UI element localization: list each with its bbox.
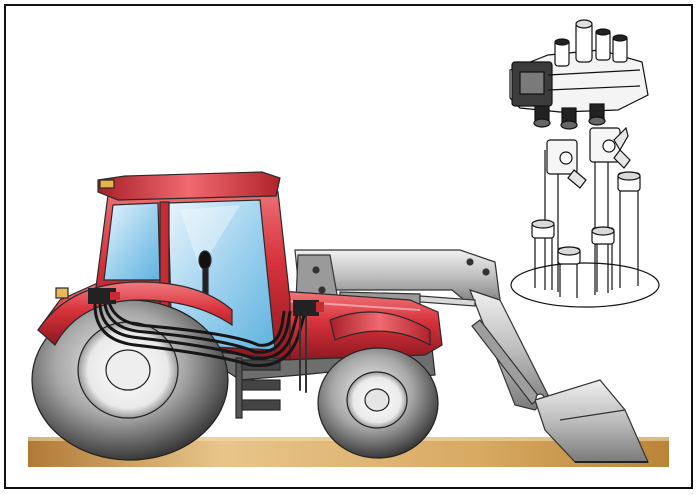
front-wheel: [318, 348, 438, 458]
cab-window-rear: [104, 203, 160, 280]
callout-base-ellipse: [511, 263, 659, 307]
hydraulic-coupler-callout: [510, 20, 659, 307]
cab-roof: [98, 172, 280, 200]
rear-light: [56, 288, 68, 298]
callout-fittings: [532, 128, 640, 264]
callout-manifold-block: [510, 20, 648, 129]
roof-beacon: [100, 180, 114, 188]
loader-arm-lower: [470, 290, 548, 410]
